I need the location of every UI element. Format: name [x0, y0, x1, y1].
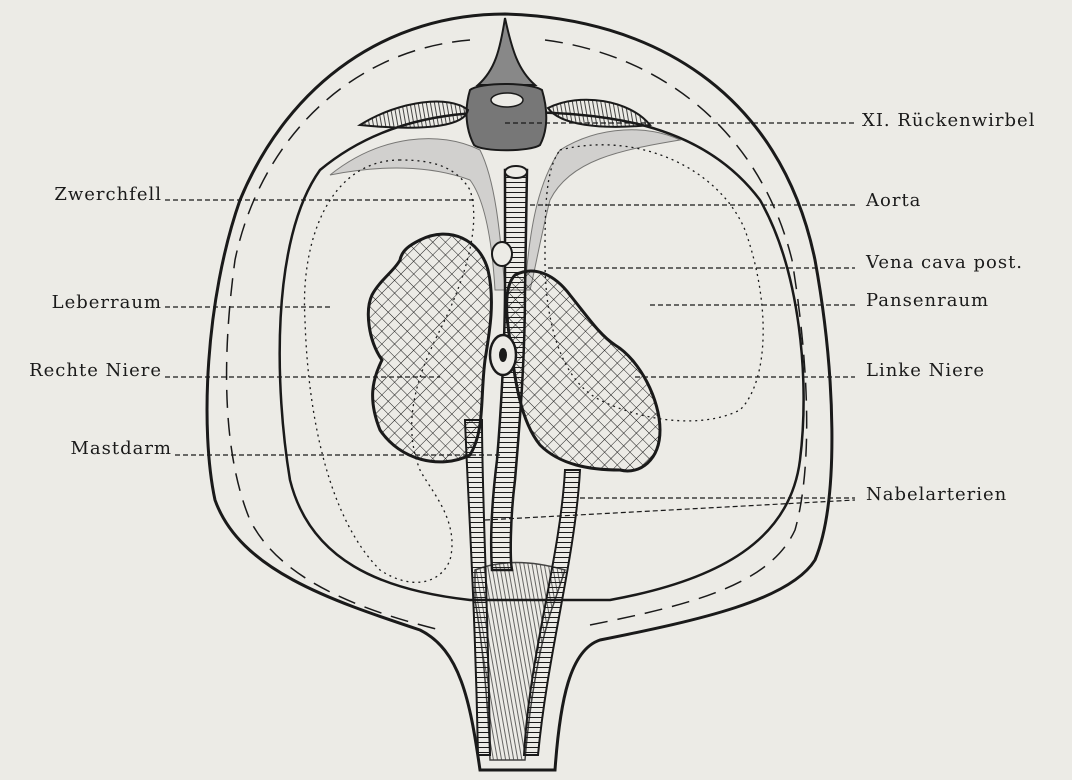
- label-ruckenwirbel: XI. Rückenwirbel: [862, 110, 1035, 131]
- aorta-opening: [505, 166, 527, 178]
- spinal-canal: [491, 93, 523, 107]
- rectum-lumen: [499, 348, 507, 362]
- label-pansenraum: Pansenraum: [866, 290, 989, 311]
- vena-cava-posterior: [492, 242, 512, 266]
- label-zwerchfell: Zwerchfell: [54, 184, 162, 205]
- back-muscle-left: [360, 102, 468, 128]
- label-rechte-niere: Rechte Niere: [29, 360, 162, 381]
- label-leberraum: Leberraum: [52, 292, 162, 313]
- left-kidney: [507, 271, 660, 471]
- spinous-process: [478, 18, 535, 85]
- label-aorta: Aorta: [866, 190, 921, 211]
- label-linke-niere: Linke Niere: [866, 360, 985, 381]
- label-mastdarm: Mastdarm: [70, 438, 172, 459]
- label-vena-cava: Vena cava post.: [866, 252, 1023, 273]
- label-nabelarterien: Nabelarterien: [866, 484, 1007, 505]
